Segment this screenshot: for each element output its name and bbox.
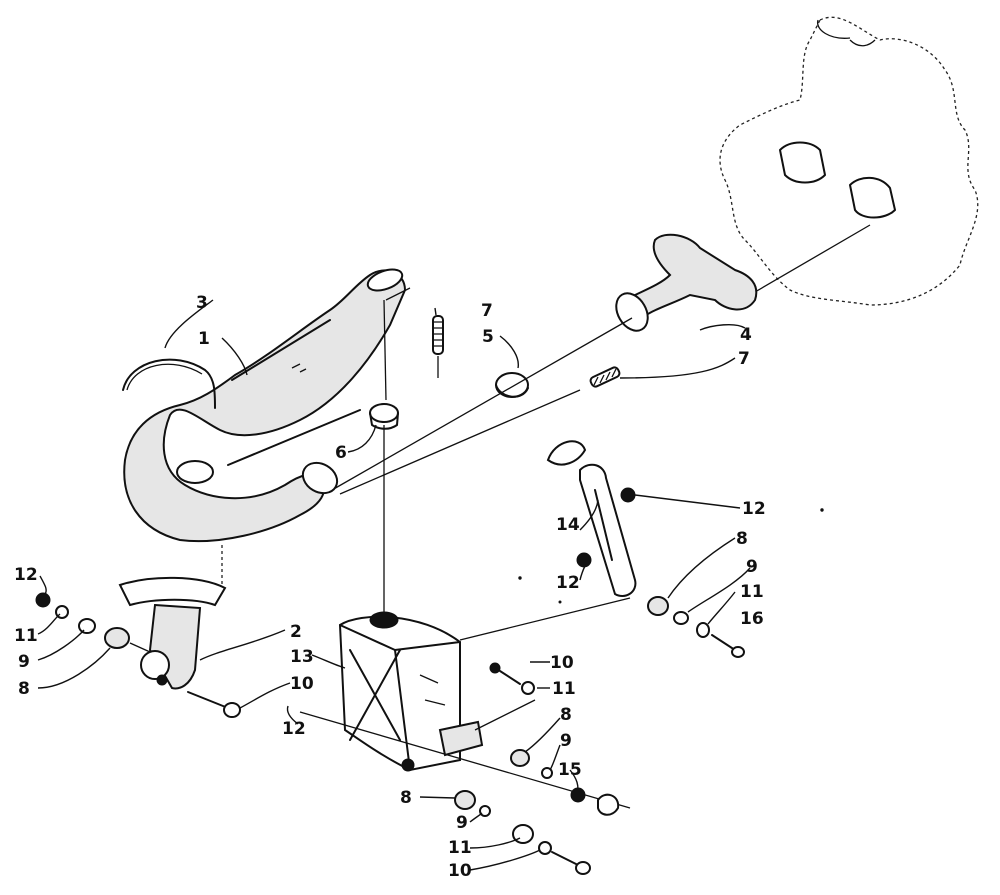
left-hardware	[35, 592, 151, 653]
callout-9-center: 9	[560, 731, 572, 751]
pipe-axis-line-1	[331, 317, 633, 491]
callout-15: 15	[558, 760, 582, 780]
callout-10-bottom: 10	[448, 861, 472, 881]
callout-7-upper: 7	[481, 301, 493, 321]
callout-12-arm-lower: 12	[556, 573, 580, 593]
leader-lines	[37, 299, 751, 871]
callout-11-left: 11	[14, 626, 38, 646]
tank-box	[338, 611, 484, 772]
callout-13: 13	[290, 647, 314, 667]
callout-7-lower: 7	[738, 349, 750, 369]
callout-10-center: 10	[550, 653, 574, 673]
callout-11-center: 11	[552, 679, 576, 699]
callout-12-box: 12	[282, 719, 306, 739]
callout-9-left: 9	[18, 652, 30, 672]
bolt-left	[187, 691, 241, 718]
callout-8-left: 8	[18, 679, 30, 699]
spring-upper	[432, 315, 444, 378]
grommet	[369, 403, 399, 430]
callout-9-bottom: 9	[456, 813, 468, 833]
callouts: 1 2 3 4 5 6 7 7 8 8 8 8 9 9 9 9 10 10 10…	[14, 293, 766, 881]
rear-bracket	[118, 576, 227, 690]
callout-5: 5	[482, 327, 494, 347]
callout-10-left: 10	[290, 674, 314, 694]
bottom-hardware	[454, 790, 591, 875]
leader-engine-manifold	[754, 224, 871, 293]
muffler	[123, 268, 407, 543]
callout-8-center: 8	[560, 705, 572, 725]
exhaust-manifold	[615, 233, 758, 332]
callout-8-bottom: 8	[400, 788, 412, 808]
callout-12-arm-upper: 12	[742, 499, 766, 519]
callout-1: 1	[198, 329, 210, 349]
callout-9-right: 9	[746, 557, 758, 577]
callout-2: 2	[290, 622, 302, 642]
callout-3: 3	[196, 293, 208, 313]
pipe-axis-line-2	[339, 389, 581, 495]
engine-outline	[719, 16, 979, 306]
right-hardware	[647, 596, 745, 658]
callout-6: 6	[335, 443, 347, 463]
callout-8-right: 8	[736, 529, 748, 549]
callout-11-right: 11	[740, 582, 764, 602]
spring-lower	[589, 366, 621, 388]
callout-12-left: 12	[14, 565, 38, 585]
stay-arm	[546, 440, 637, 598]
callout-11-bottom: 11	[448, 838, 472, 858]
callout-4: 4	[740, 325, 752, 345]
callout-14: 14	[556, 515, 580, 535]
support-strap	[122, 358, 216, 409]
callout-16: 16	[740, 609, 764, 629]
